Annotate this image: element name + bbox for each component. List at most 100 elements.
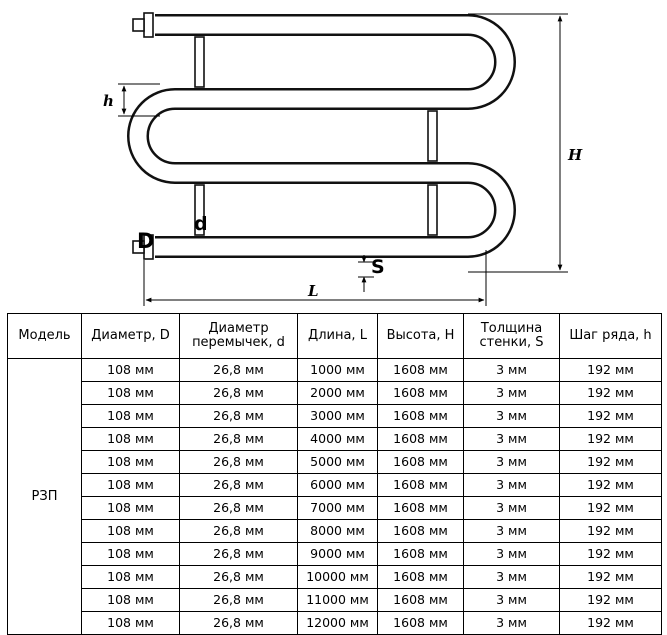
cell-row-step: 192 мм xyxy=(559,542,662,566)
cell-length: 11000 мм xyxy=(297,588,378,612)
cell-diameter: 108 мм xyxy=(81,542,180,566)
cell-diameter: 108 мм xyxy=(81,473,180,497)
cell-length: 1000 мм xyxy=(297,358,378,382)
cell-jumper-diameter: 26,8 мм xyxy=(179,404,298,428)
cell-row-step: 192 мм xyxy=(559,565,662,589)
cell-diameter: 108 мм xyxy=(81,404,180,428)
cell-row-step: 192 мм xyxy=(559,450,662,474)
cell-diameter: 108 мм xyxy=(81,588,180,612)
cell-height: 1608 мм xyxy=(377,588,464,612)
cell-row-step: 192 мм xyxy=(559,427,662,451)
cell-length: 7000 мм xyxy=(297,496,378,520)
cell-wall-thickness: 3 мм xyxy=(463,542,560,566)
cell-length: 2000 мм xyxy=(297,381,378,405)
cell-jumper-diameter: 26,8 мм xyxy=(179,565,298,589)
cell-row-step: 192 мм xyxy=(559,358,662,382)
cell-wall-thickness: 3 мм xyxy=(463,565,560,589)
flange-top-stub xyxy=(132,18,145,32)
col-header-row-step: Шаг ряда, h xyxy=(559,313,662,359)
cell-wall-thickness: 3 мм xyxy=(463,381,560,405)
col-header-wall-thickness: Толщина стенки, S xyxy=(463,313,560,359)
cell-wall-thickness: 3 мм xyxy=(463,358,560,382)
cell-height: 1608 мм xyxy=(377,519,464,543)
cell-length: 3000 мм xyxy=(297,404,378,428)
cell-height: 1608 мм xyxy=(377,358,464,382)
label-L: L xyxy=(307,282,319,300)
cell-model: РЗП xyxy=(7,358,82,635)
flange-bottom-stub xyxy=(132,240,145,254)
cell-row-step: 192 мм xyxy=(559,588,662,612)
cell-wall-thickness: 3 мм xyxy=(463,427,560,451)
flange-top xyxy=(143,12,154,38)
label-h: h xyxy=(103,92,114,110)
cell-jumper-diameter: 26,8 мм xyxy=(179,427,298,451)
cell-height: 1608 мм xyxy=(377,473,464,497)
cell-jumper-diameter: 26,8 мм xyxy=(179,519,298,543)
dimension-h xyxy=(118,83,160,117)
cell-jumper-diameter: 26,8 мм xyxy=(179,496,298,520)
cell-wall-thickness: 3 мм xyxy=(463,473,560,497)
pipe-flanges xyxy=(132,12,154,260)
cell-height: 1608 мм xyxy=(377,611,464,635)
cell-length: 8000 мм xyxy=(297,519,378,543)
jumper-right-top xyxy=(427,110,438,162)
label-H: H xyxy=(567,146,583,164)
cell-jumper-diameter: 26,8 мм xyxy=(179,542,298,566)
jumper-right-bottom xyxy=(427,184,438,236)
cell-length: 6000 мм xyxy=(297,473,378,497)
cell-length: 10000 мм xyxy=(297,565,378,589)
cell-length: 5000 мм xyxy=(297,450,378,474)
col-header-model: Модель xyxy=(7,313,82,359)
cell-row-step: 192 мм xyxy=(559,404,662,428)
col-header-jumper-diameter: Диаметр перемычек, d xyxy=(179,313,298,359)
cell-jumper-diameter: 26,8 мм xyxy=(179,381,298,405)
cell-diameter: 108 мм xyxy=(81,381,180,405)
cell-jumper-diameter: 26,8 мм xyxy=(179,450,298,474)
cell-wall-thickness: 3 мм xyxy=(463,496,560,520)
label-d: d xyxy=(194,213,208,235)
cell-wall-thickness: 3 мм xyxy=(463,404,560,428)
cell-row-step: 192 мм xyxy=(559,519,662,543)
cell-diameter: 108 мм xyxy=(81,496,180,520)
cell-diameter: 108 мм xyxy=(81,358,180,382)
dimension-H xyxy=(468,13,568,273)
cell-diameter: 108 мм xyxy=(81,519,180,543)
cell-diameter: 108 мм xyxy=(81,611,180,635)
cell-row-step: 192 мм xyxy=(559,473,662,497)
cell-height: 1608 мм xyxy=(377,450,464,474)
cell-diameter: 108 мм xyxy=(81,565,180,589)
jumper-left-mid xyxy=(195,111,204,161)
jumper-pipes xyxy=(194,36,438,236)
radiator-diagram: h H D d S L xyxy=(103,12,583,306)
cell-height: 1608 мм xyxy=(377,381,464,405)
specifications-table: Модель Диаметр, D Диаметр перемычек, d Д… xyxy=(7,313,662,635)
cell-jumper-diameter: 26,8 мм xyxy=(179,588,298,612)
cell-height: 1608 мм xyxy=(377,427,464,451)
cell-jumper-diameter: 26,8 мм xyxy=(179,611,298,635)
cell-height: 1608 мм xyxy=(377,404,464,428)
col-header-height: Высота, H xyxy=(377,313,464,359)
cell-jumper-diameter: 26,8 мм xyxy=(179,358,298,382)
cell-height: 1608 мм xyxy=(377,542,464,566)
cell-height: 1608 мм xyxy=(377,565,464,589)
jumper-left-bottom xyxy=(194,184,205,236)
cell-length: 9000 мм xyxy=(297,542,378,566)
cell-row-step: 192 мм xyxy=(559,381,662,405)
label-S: S xyxy=(371,256,385,278)
cell-length: 4000 мм xyxy=(297,427,378,451)
jumper-left-top xyxy=(194,36,205,88)
cell-diameter: 108 мм xyxy=(81,450,180,474)
cell-jumper-diameter: 26,8 мм xyxy=(179,473,298,497)
dimension-S xyxy=(358,255,374,292)
table-header-row: Модель Диаметр, D Диаметр перемычек, d Д… xyxy=(7,313,662,359)
